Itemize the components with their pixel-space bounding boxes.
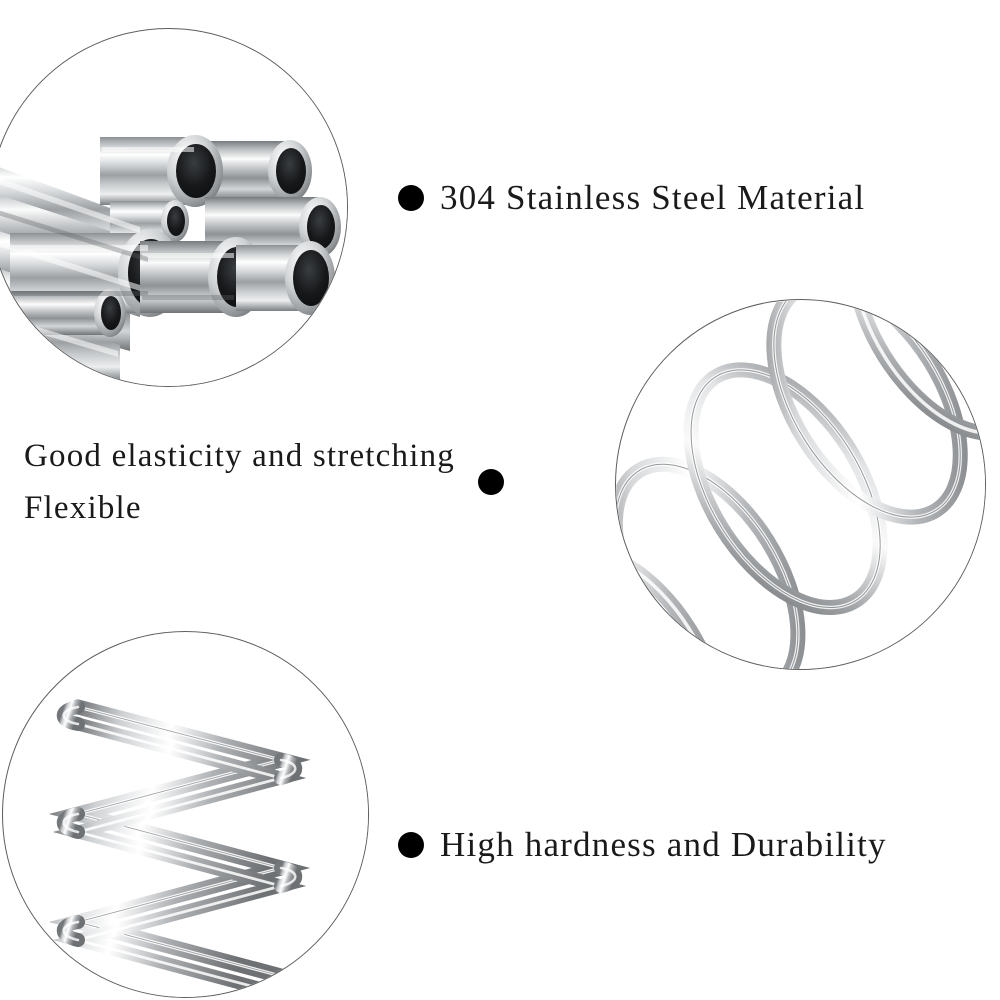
image-circle-steel-tubes: [0, 28, 348, 387]
stretched-spring-illustration: [3, 632, 368, 997]
feature-item-hardness: High hardness and Durability: [398, 825, 887, 865]
image-circle-stretched-spring: [2, 631, 369, 998]
steel-tubes-illustration: [0, 29, 347, 386]
coil-spring-closeup-illustration: [616, 300, 985, 669]
feature-label-elasticity-line1: Good elasticity and stretching: [24, 438, 455, 474]
bullet-dot-icon: [478, 469, 504, 495]
bullet-dot-icon: [398, 185, 424, 211]
image-circle-coil-spring-closeup: [615, 299, 986, 670]
bullet-dot-icon: [398, 832, 424, 858]
feature-item-material: 304 Stainless Steel Material: [398, 178, 865, 218]
feature-item-elasticity: Good elasticity and stretching Flexible: [24, 437, 504, 527]
feature-label-elasticity-group: Good elasticity and stretching Flexible: [24, 437, 455, 527]
feature-label-elasticity-line2: Flexible: [24, 490, 142, 526]
feature-label-material: 304 Stainless Steel Material: [440, 178, 866, 217]
feature-label-hardness: High hardness and Durability: [440, 825, 887, 864]
